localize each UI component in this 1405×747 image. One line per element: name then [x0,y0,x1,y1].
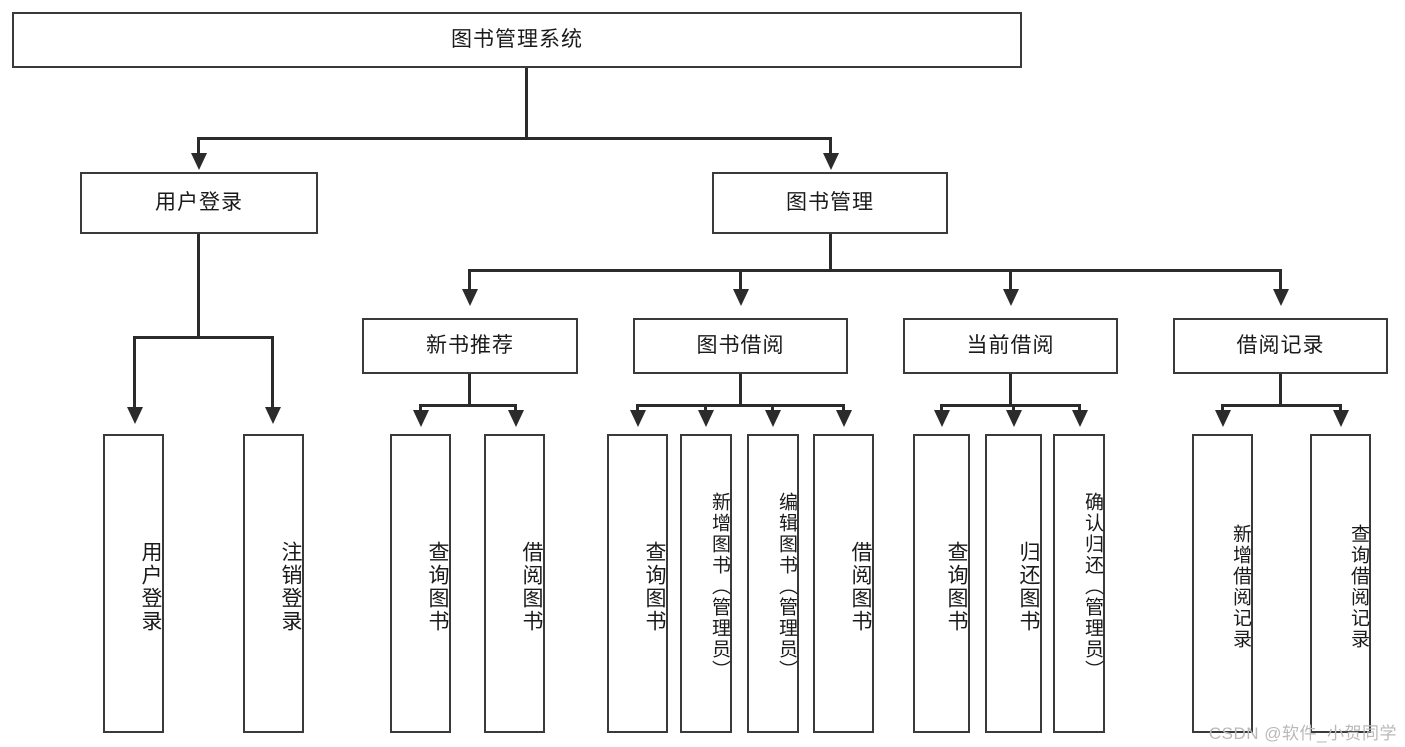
leaf-query-book-borrow[interactable]: 查询图书 [607,434,668,733]
node-label: 图书借阅 [696,333,785,357]
node-book-borrow[interactable]: 图书借阅 [633,318,848,374]
connector-newbook-drop-1 [419,404,422,412]
node-new-book-recommend[interactable]: 新书推荐 [362,318,578,374]
connector-borrowrecord-stem [1279,374,1282,407]
connector-userlogin-stem [197,234,200,338]
arrowhead-bookborrow-child-4 [836,410,852,427]
node-label: 新书推荐 [426,333,514,357]
leaf-borrow-book[interactable]: 借阅图书 [813,434,874,733]
leaf-user-login[interactable]: 用户登录 [103,434,164,733]
node-label: 查询图书 [426,540,449,633]
connector-userlogin-drop-1 [133,336,136,409]
connector-bookmanage-drop-4 [1279,269,1282,291]
leaf-confirm-return-admin[interactable]: 确认归还（管理员） [1053,434,1105,733]
leaf-add-book-admin[interactable]: 新增图书（管理员） [680,434,732,733]
node-label: 图书管理 [786,190,874,214]
node-label: 图书管理系统 [451,27,583,51]
node-label: 用户登录 [139,540,162,633]
connector-currentborrow-stem [1009,374,1012,407]
node-label: 归还图书 [1017,540,1040,633]
arrowhead-to-borrow-record [1273,289,1289,306]
node-label: 借阅图书 [520,540,543,633]
connector-borrowrecord-drop-2 [1339,404,1342,412]
arrowhead-to-leaf-logout [265,407,281,424]
arrowhead-bookborrow-child-1 [630,410,646,427]
connector-bookborrow-stem [739,374,742,407]
arrowhead-currentborrow-child-1 [934,410,950,427]
node-current-borrow[interactable]: 当前借阅 [903,318,1118,374]
leaf-return-book[interactable]: 归还图书 [985,434,1042,733]
arrowhead-borrowrecord-child-2 [1333,410,1349,427]
arrowhead-to-leaf-user-login [127,407,143,424]
node-label: 借阅图书 [849,540,872,633]
arrowhead-borrowrecord-child-1 [1215,410,1231,427]
connector-bookborrow-bus [636,404,844,407]
leaf-logout-login[interactable]: 注销登录 [243,434,304,733]
node-label: 当前借阅 [966,333,1055,357]
arrowhead-to-book-manage [823,153,839,170]
connector-currentborrow-drop-2 [1012,404,1015,412]
csdn-watermark: CSDN @软件_小贺同学 [1208,724,1397,743]
connector-newbook-stem [468,374,471,407]
leaf-add-borrow-record[interactable]: 新增借阅记录 [1192,434,1253,733]
connector-bookborrow-drop-2 [704,404,707,412]
connector-userlogin-drop-2 [271,336,274,409]
connector-bookmanage-stem [829,234,832,271]
node-user-login[interactable]: 用户登录 [80,172,318,234]
connector-currentborrow-drop-1 [940,404,943,412]
connector-root-drop-right [829,137,832,155]
node-label: 查询图书 [643,540,666,633]
connector-newbook-bus [419,404,517,407]
node-label: 注销登录 [279,540,302,633]
node-label: 用户登录 [155,190,243,214]
leaf-query-book-newrec[interactable]: 查询图书 [390,434,451,733]
leaf-borrow-book-newrec[interactable]: 借阅图书 [484,434,545,733]
connector-userlogin-bus [133,336,273,339]
arrowhead-currentborrow-child-3 [1072,410,1088,427]
node-label: 新增借阅记录 [1230,523,1251,650]
arrowhead-to-user-login [191,153,207,170]
node-book-management[interactable]: 图书管理 [712,172,948,234]
node-root-system[interactable]: 图书管理系统 [12,12,1022,68]
arrowhead-to-book-borrow [733,289,749,306]
leaf-edit-book-admin[interactable]: 编辑图书（管理员） [747,434,799,733]
leaf-query-book-current[interactable]: 查询图书 [913,434,970,733]
node-borrow-record[interactable]: 借阅记录 [1173,318,1388,374]
connector-newbook-drop-2 [514,404,517,412]
connector-root-stem [525,68,528,139]
arrowhead-newbook-child-1 [413,410,429,427]
arrowhead-currentborrow-child-2 [1006,410,1022,427]
node-label: 查询借阅记录 [1348,523,1369,650]
connector-bookmanage-drop-1 [468,269,471,291]
connector-bookmanage-drop-2 [739,269,742,291]
connector-currentborrow-bus [940,404,1080,407]
connector-bookmanage-drop-3 [1009,269,1012,291]
arrowhead-to-new-book-rec [462,289,478,306]
connector-borrowrecord-bus [1221,404,1341,407]
connector-bookborrow-drop-4 [842,404,845,412]
arrowhead-newbook-child-2 [508,410,524,427]
node-label: 借阅记录 [1236,333,1325,357]
arrowhead-bookborrow-child-2 [698,410,714,427]
node-label: 查询图书 [945,540,968,633]
leaf-query-borrow-record[interactable]: 查询借阅记录 [1310,434,1371,733]
connector-root-drop-left [197,137,200,155]
node-label: 新增图书（管理员） [709,492,730,681]
arrowhead-bookborrow-child-3 [765,410,781,427]
connector-bookborrow-drop-1 [636,404,639,412]
connector-bookmanage-bus [468,269,1282,272]
connector-currentborrow-drop-3 [1078,404,1081,412]
node-label: 编辑图书（管理员） [776,492,797,681]
connector-root-bus [197,137,831,140]
connector-borrowrecord-drop-1 [1221,404,1224,412]
node-label: 确认归还（管理员） [1082,492,1103,681]
connector-bookborrow-drop-3 [771,404,774,412]
arrowhead-to-current-borrow [1003,289,1019,306]
